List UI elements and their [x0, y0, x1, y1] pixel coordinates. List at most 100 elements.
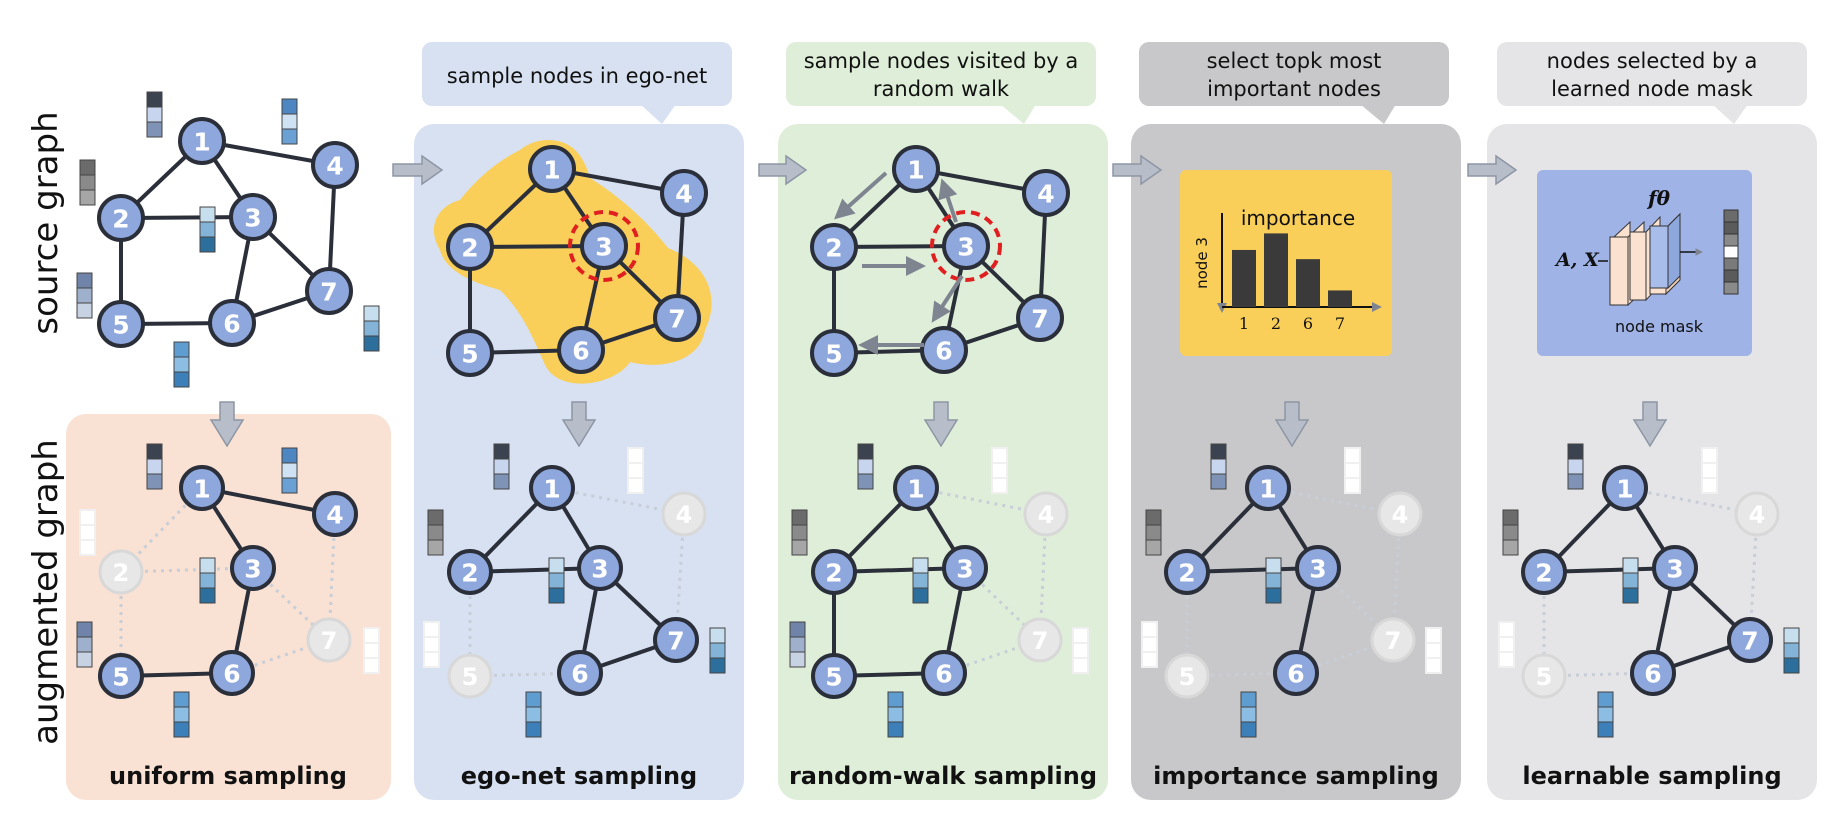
graph-node-6: 6	[557, 650, 603, 696]
feature-vector	[1502, 509, 1519, 556]
graph-edge	[120, 566, 254, 574]
graph-node-2: 2	[97, 194, 145, 242]
node-label: 3	[1309, 555, 1326, 584]
feature-vector	[199, 557, 216, 604]
node-label: 1	[193, 128, 210, 157]
callout-rw-line1: sample nodes visited by a	[804, 49, 1079, 73]
feature-vector	[525, 691, 542, 738]
graph-node-7: 7	[653, 294, 701, 342]
feature-vector	[789, 621, 806, 668]
node-circle	[1164, 653, 1210, 699]
node-circle	[810, 329, 858, 377]
node-label: 6	[1287, 660, 1304, 689]
node-circle	[580, 222, 628, 270]
node-circle	[1727, 617, 1773, 663]
node-circle	[557, 650, 603, 696]
node-label: 5	[462, 663, 479, 691]
importance-tick-7: 7	[1335, 314, 1345, 333]
feature-vector	[791, 509, 808, 556]
importance-chart-title: importance	[1241, 206, 1355, 230]
node-label: 2	[461, 559, 478, 588]
importance-chart-ylabel: node 3	[1193, 237, 1211, 289]
node-circle	[1245, 465, 1291, 511]
graph-node-3: 3	[1652, 545, 1698, 591]
panel-title-learn: learnable sampling	[1522, 762, 1781, 790]
feature-vector	[1701, 447, 1718, 494]
node-label: 3	[956, 555, 973, 584]
feature-vector	[493, 443, 510, 490]
feature-vector	[76, 621, 93, 668]
graph-node-6: 6	[1630, 650, 1676, 696]
node-circle	[230, 545, 276, 591]
feature-vector	[146, 443, 163, 490]
graph-node-2: 2	[1521, 549, 1567, 595]
graph-node-2: 2	[1164, 549, 1210, 595]
callout-imp-line2: important nodes	[1207, 77, 1381, 101]
graph-node-5: 5	[1521, 653, 1567, 699]
node-label: 7	[1032, 627, 1049, 655]
node-circle	[209, 650, 255, 696]
flow-arrow-source-ego	[392, 154, 444, 186]
node-label: 6	[571, 660, 588, 689]
graph-node-6: 6	[1273, 650, 1319, 696]
importance-bar-2	[1264, 233, 1288, 307]
graph-node-3: 3	[229, 193, 277, 241]
node-circle	[1521, 549, 1567, 595]
node-label: 4	[676, 501, 693, 529]
node-circle	[1377, 491, 1423, 537]
node-circle	[208, 299, 256, 347]
node-label: 6	[223, 310, 240, 339]
graph-node-2: 2	[810, 223, 858, 271]
node-circle	[810, 223, 858, 271]
graph-node-2: 2	[811, 549, 857, 595]
graph-node-6: 6	[209, 650, 255, 696]
graph-node-5: 5	[447, 653, 493, 699]
graph-node-4: 4	[1377, 491, 1423, 537]
node-label: 3	[1666, 555, 1683, 584]
graph-node-1: 1	[528, 145, 576, 193]
node-circle	[577, 545, 623, 591]
graph-node-7: 7	[305, 267, 353, 315]
feature-vector	[1344, 447, 1361, 494]
node-label: 4	[1038, 501, 1055, 529]
node-circle	[811, 653, 857, 699]
node-circle	[98, 549, 144, 595]
graph-node-1: 1	[893, 465, 939, 511]
graph-node-4: 4	[311, 141, 359, 189]
callout-ego: sample nodes in ego-net	[422, 42, 732, 124]
feature-vector	[548, 557, 565, 604]
rw-target-ring	[930, 210, 1002, 282]
panel-title-rw: random-walk sampling	[789, 762, 1097, 790]
graph-node-6: 6	[920, 326, 968, 374]
importance-tick-2: 2	[1271, 314, 1281, 333]
feature-vector	[709, 627, 726, 674]
node-circle	[1521, 653, 1567, 699]
layer-stack	[1609, 212, 1703, 307]
feature-vector	[1425, 627, 1442, 674]
node-circle	[1022, 169, 1070, 217]
graph-node-1: 1	[1245, 465, 1291, 511]
node-label: 3	[244, 555, 261, 584]
graph-node-5: 5	[1164, 653, 1210, 699]
node-circle	[179, 465, 225, 511]
graph-node-2: 2	[446, 223, 494, 271]
flow-arrow-rw-imp	[1112, 154, 1163, 186]
input-label: A, X	[1554, 249, 1600, 271]
importance-tick-6: 6	[1303, 314, 1313, 333]
node-label: 3	[244, 204, 261, 233]
node-label: 2	[825, 234, 842, 263]
node-circle	[447, 653, 493, 699]
feature-vector	[423, 621, 440, 668]
feature-vector	[1141, 621, 1158, 668]
node-label: 2	[825, 559, 842, 588]
node-mask-vector	[1723, 209, 1739, 295]
node-label: 1	[907, 156, 924, 185]
node-circle	[1602, 465, 1648, 511]
panel-title-ego: ego-net sampling	[461, 762, 697, 790]
callout-imp-line1: select topk most	[1207, 49, 1382, 73]
feature-vector	[1622, 557, 1639, 604]
node-circle	[921, 650, 967, 696]
importance-bar-6	[1296, 259, 1320, 307]
